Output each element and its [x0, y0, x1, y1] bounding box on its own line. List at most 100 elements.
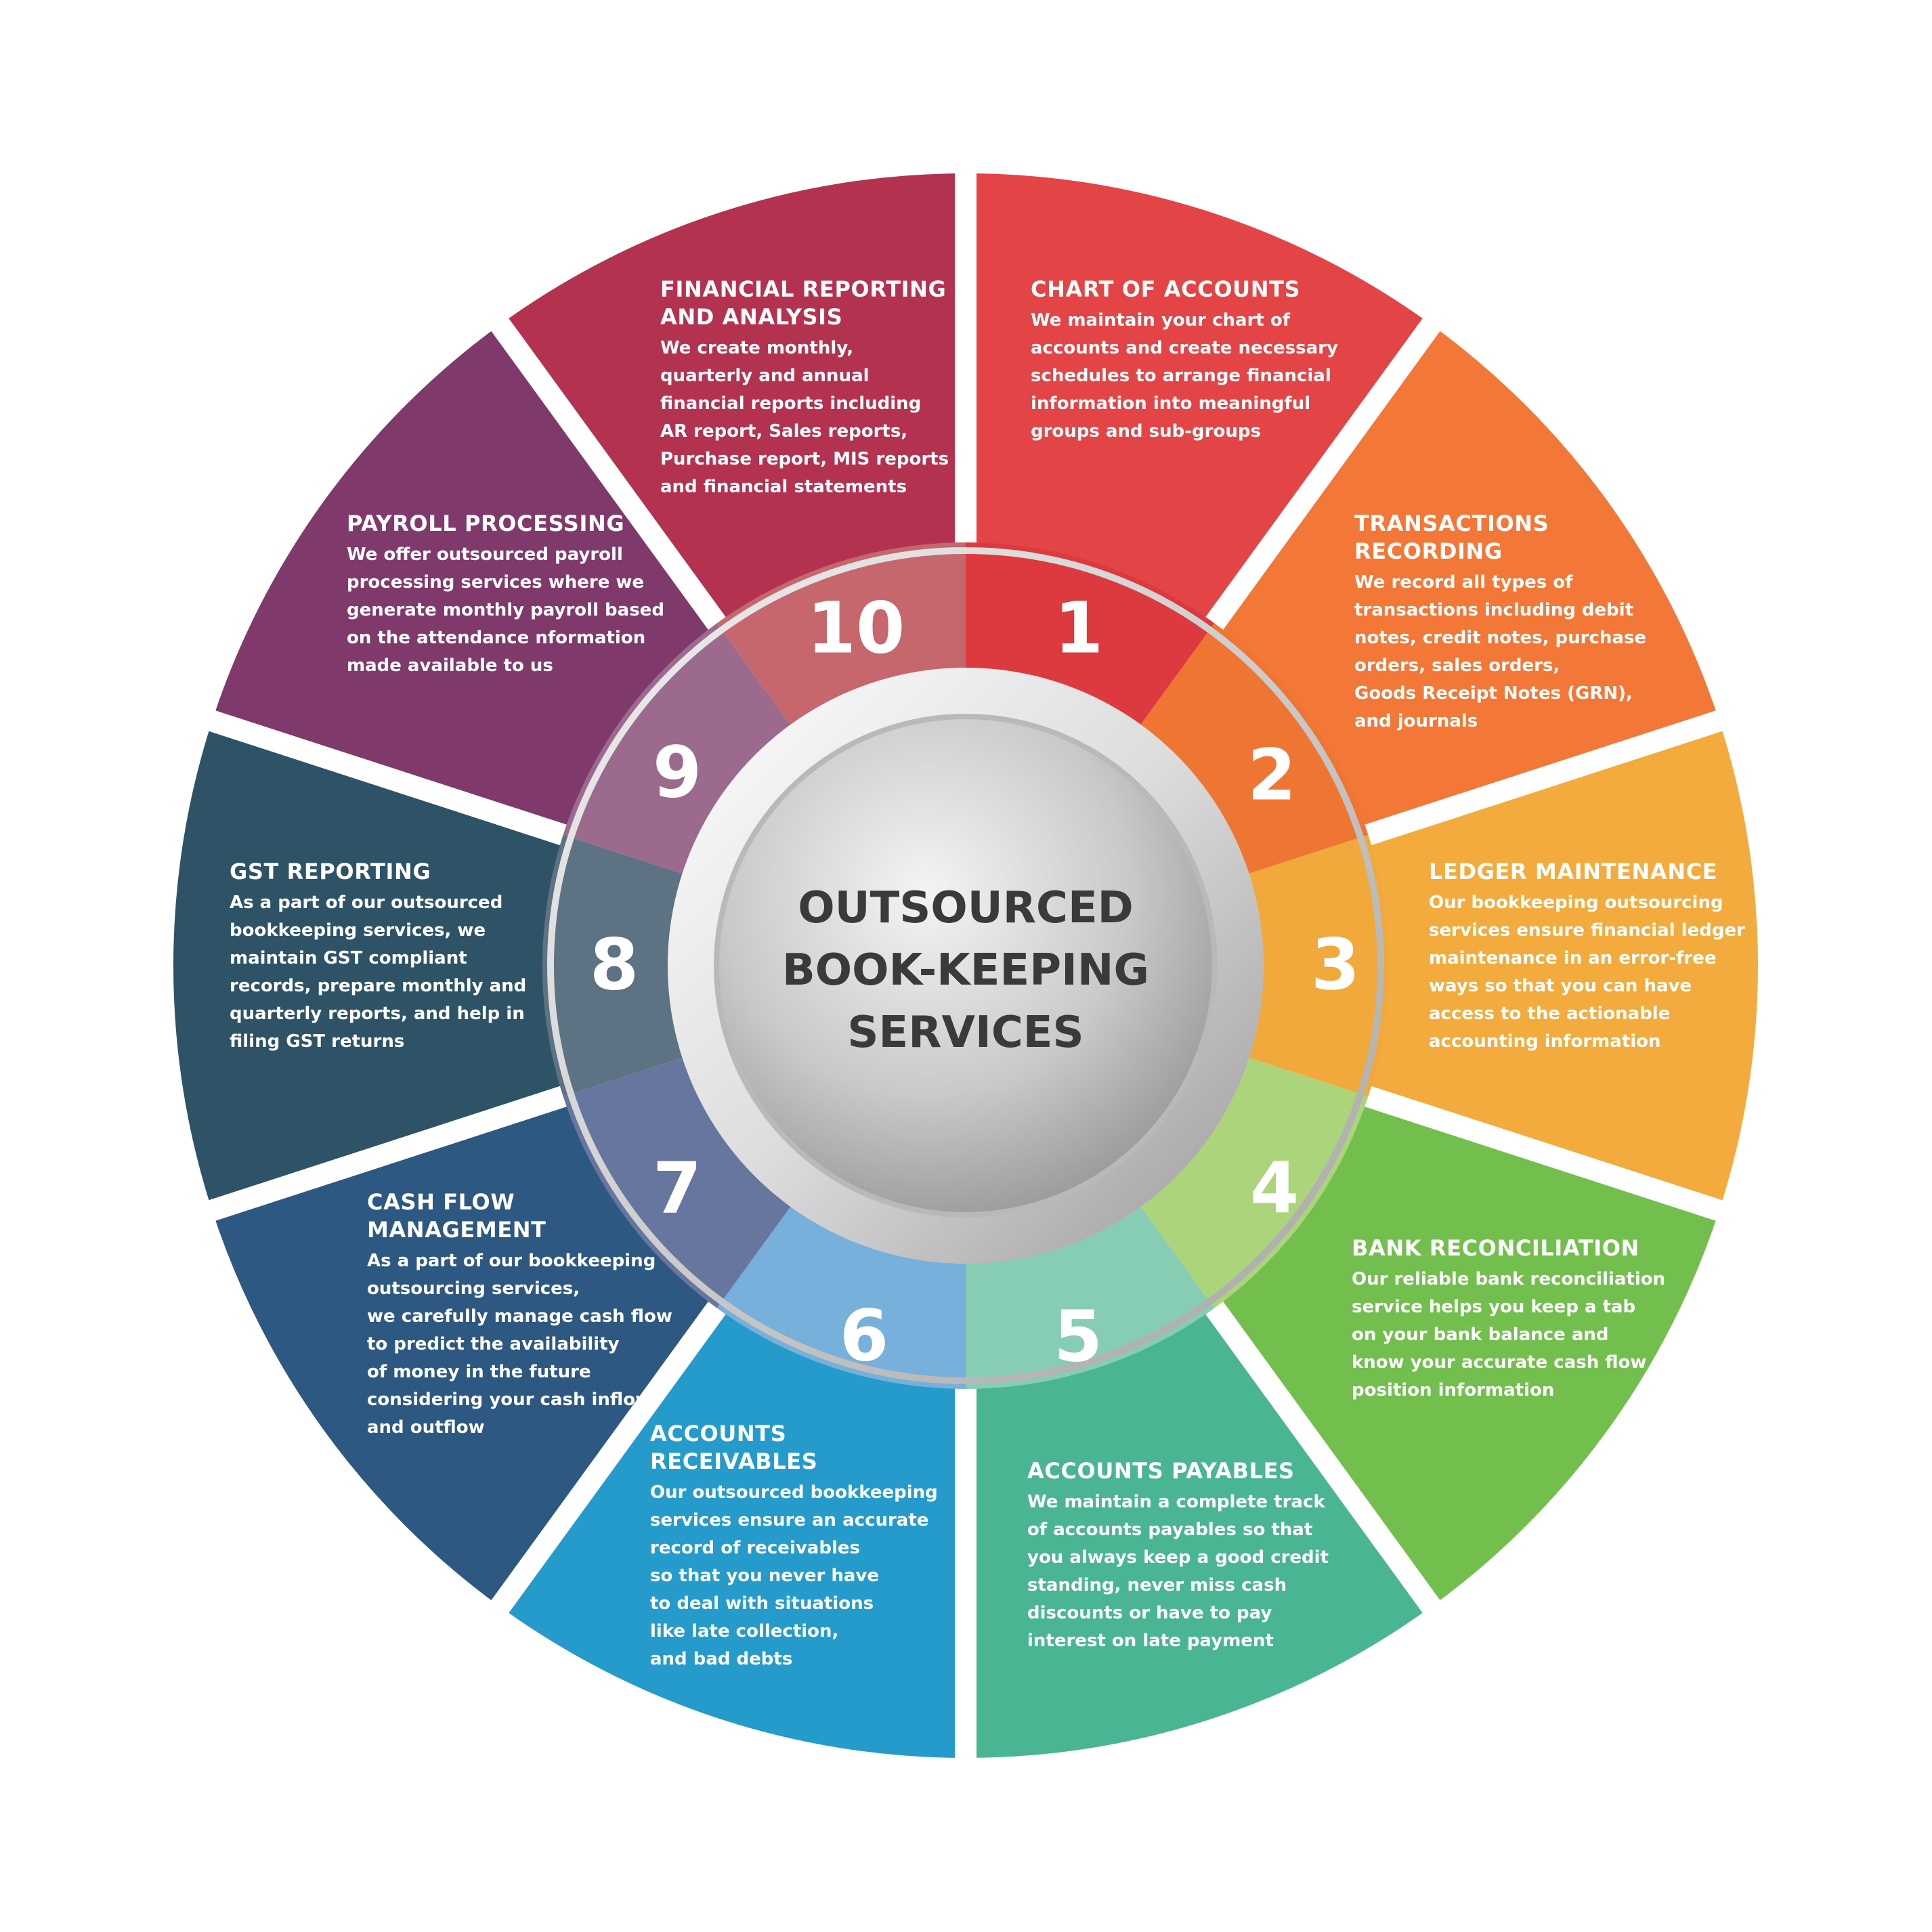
segment-8-description-line: filing GST returns	[230, 1031, 404, 1052]
segment-6-title-line: ACCOUNTS	[650, 1421, 786, 1446]
segment-7-title-line: MANAGEMENT	[367, 1217, 546, 1243]
segment-5-number-band	[966, 1206, 1215, 1389]
segment-6-number-band	[716, 1206, 966, 1389]
segment-8-title-line: GST REPORTING	[230, 859, 431, 884]
center-title-line-1: OUTSOURCED	[798, 883, 1134, 933]
segment-8-number-band	[542, 834, 683, 1097]
segment-1-number: 1	[1054, 586, 1103, 669]
segment-6-description-line: and bad debts	[650, 1649, 792, 1669]
segment-3-number: 3	[1311, 923, 1360, 1006]
segment-7-description-line: to predict the availability	[367, 1334, 620, 1354]
segment-9-number-band	[563, 623, 791, 874]
segment-7-number: 7	[653, 1146, 702, 1229]
segment-4-description-line: know your accurate cash flow	[1352, 1352, 1646, 1373]
segment-10-description-line: AR report, Sales reports,	[660, 421, 907, 442]
segment-1-description-line: We maintain your chart of	[1031, 310, 1291, 330]
segment-8-description-line: quarterly reports, and help in	[230, 1004, 525, 1024]
segment-9-description-line: processing services where we	[347, 572, 644, 593]
segment-8-description-line: bookkeeping services, we	[230, 920, 486, 941]
segment-4-description-line: position information	[1352, 1380, 1554, 1400]
segment-8-description-line: records, prepare monthly and	[230, 976, 526, 996]
segment-1-description-line: groups and sub-groups	[1031, 421, 1261, 442]
segment-9-number: 9	[653, 731, 702, 813]
segment-7-description-line: we carefully manage cash flow	[367, 1306, 672, 1327]
segment-4-description-line: on your bank balance and	[1352, 1325, 1609, 1345]
segment-5-description-line: of accounts payables so that	[1027, 1520, 1312, 1540]
segment-8-description-line: As a part of our outsourced	[230, 893, 502, 913]
segment-2-description-line: notes, credit notes, purchase	[1354, 628, 1646, 648]
segment-9-description-line: We offer outsourced payroll	[347, 544, 623, 565]
segment-7-description-line: and outflow	[367, 1417, 485, 1438]
segment-6-description-line: to deal with situations	[650, 1593, 874, 1614]
segment-5-number: 5	[1054, 1295, 1102, 1377]
center-title-line-2: BOOK-KEEPING	[782, 945, 1149, 995]
segment-2-number-band	[1140, 623, 1369, 874]
segment-labels-layer: 1 CHART OF ACCOUNTS We maintain your chart…	[230, 276, 1745, 1669]
segment-3-description-line: Our bookkeeping outsourcing	[1429, 893, 1723, 913]
segment-1-description-line: accounts and create necessary	[1031, 338, 1338, 358]
segment-3-title-line: LEDGER MAINTENANCE	[1429, 859, 1717, 884]
segment-9-title-line: PAYROLL PROCESSING	[347, 511, 624, 536]
segment-5-description-line: We maintain a complete track	[1027, 1492, 1325, 1512]
segment-10-description-line: Purchase report, MIS reports	[660, 449, 949, 469]
segment-3-description-line: services ensure financial ledger	[1429, 920, 1745, 941]
segment-2-description-line: orders, sales orders,	[1354, 656, 1560, 676]
segment-2-number: 2	[1247, 733, 1296, 816]
segment-7-description-line: outsourcing services,	[367, 1279, 580, 1299]
segment-2-description-line: Goods Receipt Notes (GRN),	[1354, 683, 1633, 704]
number-ring-layer	[542, 542, 1389, 1389]
segment-4-number: 4	[1250, 1146, 1299, 1229]
segment-10-title-line: AND ANALYSIS	[660, 304, 842, 330]
segment-3-number-band	[1249, 834, 1389, 1097]
segment-2-description-line: and journals	[1354, 711, 1478, 731]
segment-10-number: 10	[807, 586, 905, 669]
segment-3-description-line: accounting information	[1429, 1031, 1661, 1052]
segment-4-description-line: service helps you keep a tab	[1352, 1297, 1635, 1317]
number-ring-border	[547, 547, 1384, 1384]
segment-1-description-line: information into meaningful	[1031, 393, 1310, 414]
segment-6-description-line: services ensure an accurate	[650, 1510, 928, 1530]
segment-10-description-line: We create monthly,	[660, 338, 853, 358]
segment-10-number-band	[716, 542, 966, 725]
segment-3-description-line: ways so that you can have	[1429, 976, 1692, 996]
segment-8-description-line: maintain GST compliant	[230, 948, 467, 968]
segment-9-description-line: made available to us	[347, 656, 553, 676]
segment-10-description-line: and financial statements	[660, 477, 907, 497]
segment-2-title-line: TRANSACTIONS	[1354, 511, 1549, 536]
segment-9-description-line: on the attendance nformation	[347, 628, 645, 648]
segment-1-number-band	[966, 542, 1215, 725]
segment-3-description-line: access to the actionable	[1429, 1004, 1670, 1024]
segment-5-description-line: discounts or have to pay	[1027, 1603, 1272, 1623]
segment-10-title-line: FINANCIAL REPORTING	[660, 276, 946, 302]
segment-4-description-line: Our reliable bank reconciliation	[1352, 1269, 1665, 1289]
center-title-line-3: SERVICES	[847, 1008, 1083, 1058]
segment-2-description-line: transactions including debit	[1354, 600, 1633, 620]
segment-5-description-line: interest on late payment	[1027, 1631, 1274, 1651]
segment-7-title-line: CASH FLOW	[367, 1189, 515, 1215]
segment-5-title-line: ACCOUNTS PAYABLES	[1027, 1458, 1295, 1484]
segment-2-title-line: RECORDING	[1354, 538, 1503, 564]
segment-5-description-line: you always keep a good credit	[1027, 1547, 1329, 1568]
center-hub	[719, 719, 1212, 1212]
segment-10-description-line: quarterly and annual	[660, 366, 870, 386]
segment-7-description-line: of money in the future	[367, 1362, 591, 1382]
segment-4-title-line: BANK RECONCILIATION	[1352, 1235, 1639, 1261]
segment-6-number: 6	[840, 1294, 888, 1377]
segment-7-number-band	[563, 1057, 791, 1308]
segment-1-title-line: CHART OF ACCOUNTS	[1031, 276, 1300, 302]
segment-10-description-line: financial reports including	[660, 393, 921, 414]
segment-8-number: 8	[590, 923, 639, 1006]
segment-6-description-line: Our outsourced bookkeeping	[650, 1482, 938, 1503]
segment-6-description-line: record of receivables	[650, 1538, 860, 1558]
segment-7-description-line: As a part of our bookkeeping	[367, 1251, 656, 1271]
segment-5-description-line: standing, never miss cash	[1027, 1575, 1287, 1595]
segment-9-description-line: generate monthly payroll based	[347, 600, 664, 620]
segment-4-number-band	[1140, 1057, 1369, 1308]
segment-7-description-line: considering your cash inflow	[367, 1390, 651, 1410]
segment-6-description-line: so that you never have	[650, 1566, 879, 1586]
segment-3-description-line: maintenance in an error-free	[1429, 948, 1717, 968]
segment-6-title-line: RECEIVABLES	[650, 1448, 817, 1474]
segment-6-description-line: like late collection,	[650, 1621, 838, 1641]
center-rings-layer: OUTSOURCED BOOK-KEEPING SERVICES	[547, 547, 1384, 1384]
